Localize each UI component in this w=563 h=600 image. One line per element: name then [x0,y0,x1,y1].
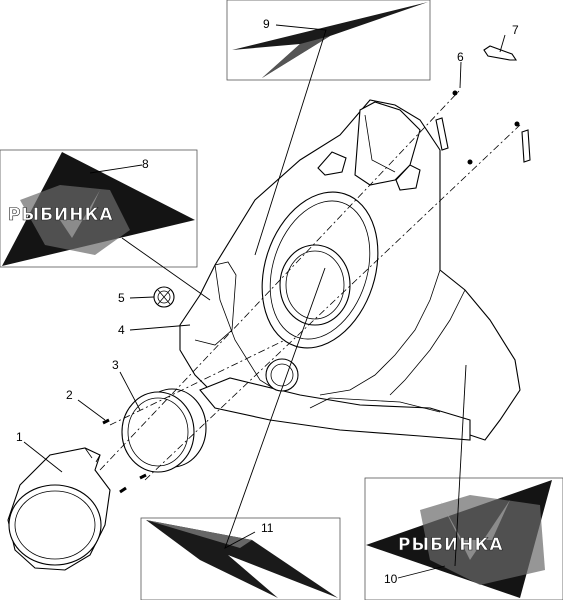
leader-lines [23,24,506,579]
part-3-headlight-unit [121,388,207,473]
callout-7: 7 [512,23,519,37]
part-2-screws [102,418,147,494]
decal-11-stripe [140,517,341,600]
decal-11-shape [146,520,338,598]
windshield-mount [354,101,421,186]
callout-8: 8 [142,157,149,171]
part-1-headlight-ring [7,447,111,571]
decal-9-frame [226,0,431,81]
part-7-rivet [483,45,518,61]
centerlines [99,89,521,481]
callout-11: 11 [261,521,274,535]
decal-8-text: РЫБИНКА [8,205,114,225]
hood-assembly [179,99,521,441]
callout-3: 3 [112,358,119,372]
part-5-bulb-socket [153,286,175,308]
callout-10: 10 [384,572,398,586]
part-6-fasteners [435,90,531,165]
decal-10-logo: РЫБИНКА [364,477,563,600]
left-vent [317,151,347,176]
callout-2: 2 [66,388,73,402]
decal-10-text: РЫБИНКА [398,535,504,555]
callout-5: 5 [118,291,125,305]
callout-1: 1 [16,430,23,444]
lower-duct [199,377,471,441]
decal-9-stripe [226,0,431,81]
callout-9: 9 [263,17,270,31]
headlight-opening [279,244,351,326]
callout-6: 6 [457,50,464,64]
right-vent [395,164,421,191]
callout-4: 4 [118,323,125,337]
decal-8-logo: РЫБИНКА [0,149,198,268]
